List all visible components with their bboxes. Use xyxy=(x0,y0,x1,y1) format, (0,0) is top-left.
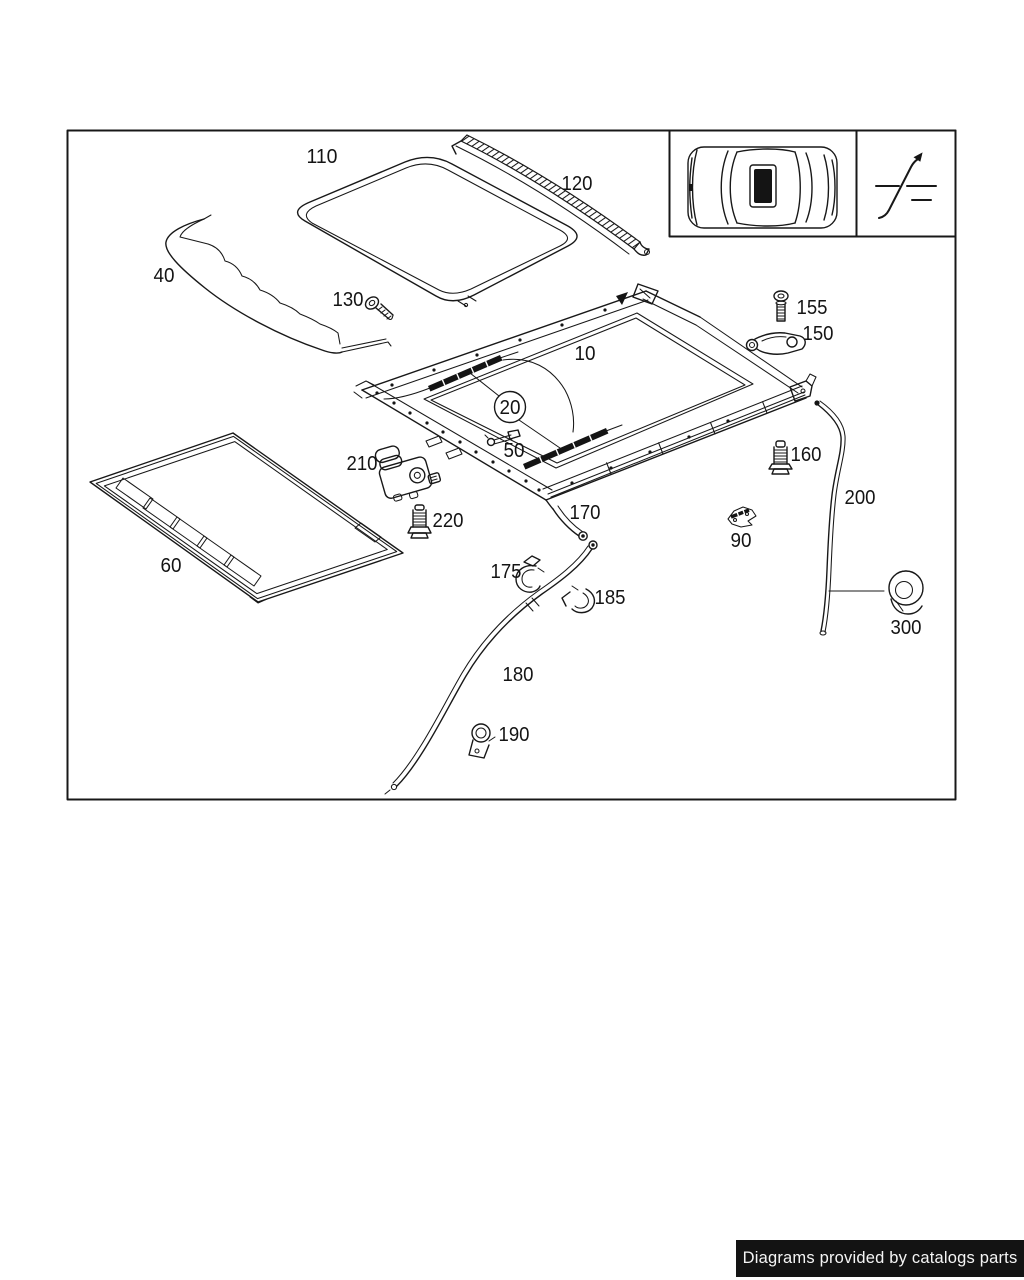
part-label-130: 130 xyxy=(333,289,364,311)
car-location-thumbnail xyxy=(668,129,858,238)
part-50-drawing xyxy=(484,429,521,447)
part-label-60: 60 xyxy=(161,555,182,577)
part-label-210: 210 xyxy=(347,453,378,475)
sunroof-tilt-arrow-icon xyxy=(875,152,937,219)
drive-cable-rear xyxy=(523,424,623,470)
part-label-150: 150 xyxy=(803,323,834,345)
function-symbol-box xyxy=(855,129,957,238)
screw-160-drawing xyxy=(768,440,793,475)
part-label-175: 175 xyxy=(491,561,522,583)
deflector-strip-drawing xyxy=(451,134,651,256)
part-label-300: 300 xyxy=(891,617,922,639)
tube-180-drawing xyxy=(384,540,598,795)
frame-rivets xyxy=(375,308,730,492)
tube-200-drawing xyxy=(814,400,846,636)
screw-220-drawing xyxy=(407,504,432,539)
sunshade-drawing xyxy=(89,432,404,604)
grommet-300-drawing xyxy=(828,570,924,615)
part-label-40: 40 xyxy=(154,265,175,287)
part-label-120: 120 xyxy=(562,173,593,195)
part-label-220: 220 xyxy=(433,510,464,532)
part-label-190: 190 xyxy=(499,724,530,746)
sunroof-frame-drawing xyxy=(353,283,817,501)
part-label-155: 155 xyxy=(797,297,828,319)
part-label-10: 10 xyxy=(575,343,596,365)
callout-circle xyxy=(493,390,527,424)
part-label-160: 160 xyxy=(791,444,822,466)
clip-185-drawing xyxy=(561,585,596,614)
diagram-border xyxy=(66,129,957,801)
bracket-150-drawing xyxy=(745,332,806,355)
part-label-50: 50 xyxy=(504,440,525,462)
screw-130-drawing xyxy=(364,296,394,321)
part-label-90: 90 xyxy=(731,530,752,552)
part-labels: 110 120 40 130 10 155 150 50 210 220 160… xyxy=(154,146,922,746)
sunroof-highlight xyxy=(754,169,772,203)
part-90-drawing xyxy=(727,506,757,528)
part-label-170: 170 xyxy=(570,502,601,524)
clip-175-drawing xyxy=(515,555,545,593)
screw-155-drawing xyxy=(773,290,789,322)
car-top-view-icon xyxy=(687,146,838,229)
part-label-110: 110 xyxy=(307,146,338,168)
hose-170-drawing xyxy=(545,499,588,541)
footer-watermark: Diagrams provided by catalogs parts xyxy=(736,1240,1024,1277)
motor-210-drawing xyxy=(374,445,442,502)
seal-strip-drawing xyxy=(165,214,392,354)
callout-20: 20 xyxy=(469,372,561,449)
drive-cable-front xyxy=(428,351,519,392)
footer-text: Diagrams provided by catalogs parts xyxy=(742,1249,1018,1267)
part-label-180: 180 xyxy=(503,664,534,686)
part-label-20: 20 xyxy=(500,397,521,419)
part-label-185: 185 xyxy=(595,587,626,609)
part-label-200: 200 xyxy=(845,487,876,509)
glass-panel-drawing xyxy=(297,156,578,308)
clip-190-drawing xyxy=(468,723,496,759)
sunshade-slats xyxy=(115,477,262,587)
